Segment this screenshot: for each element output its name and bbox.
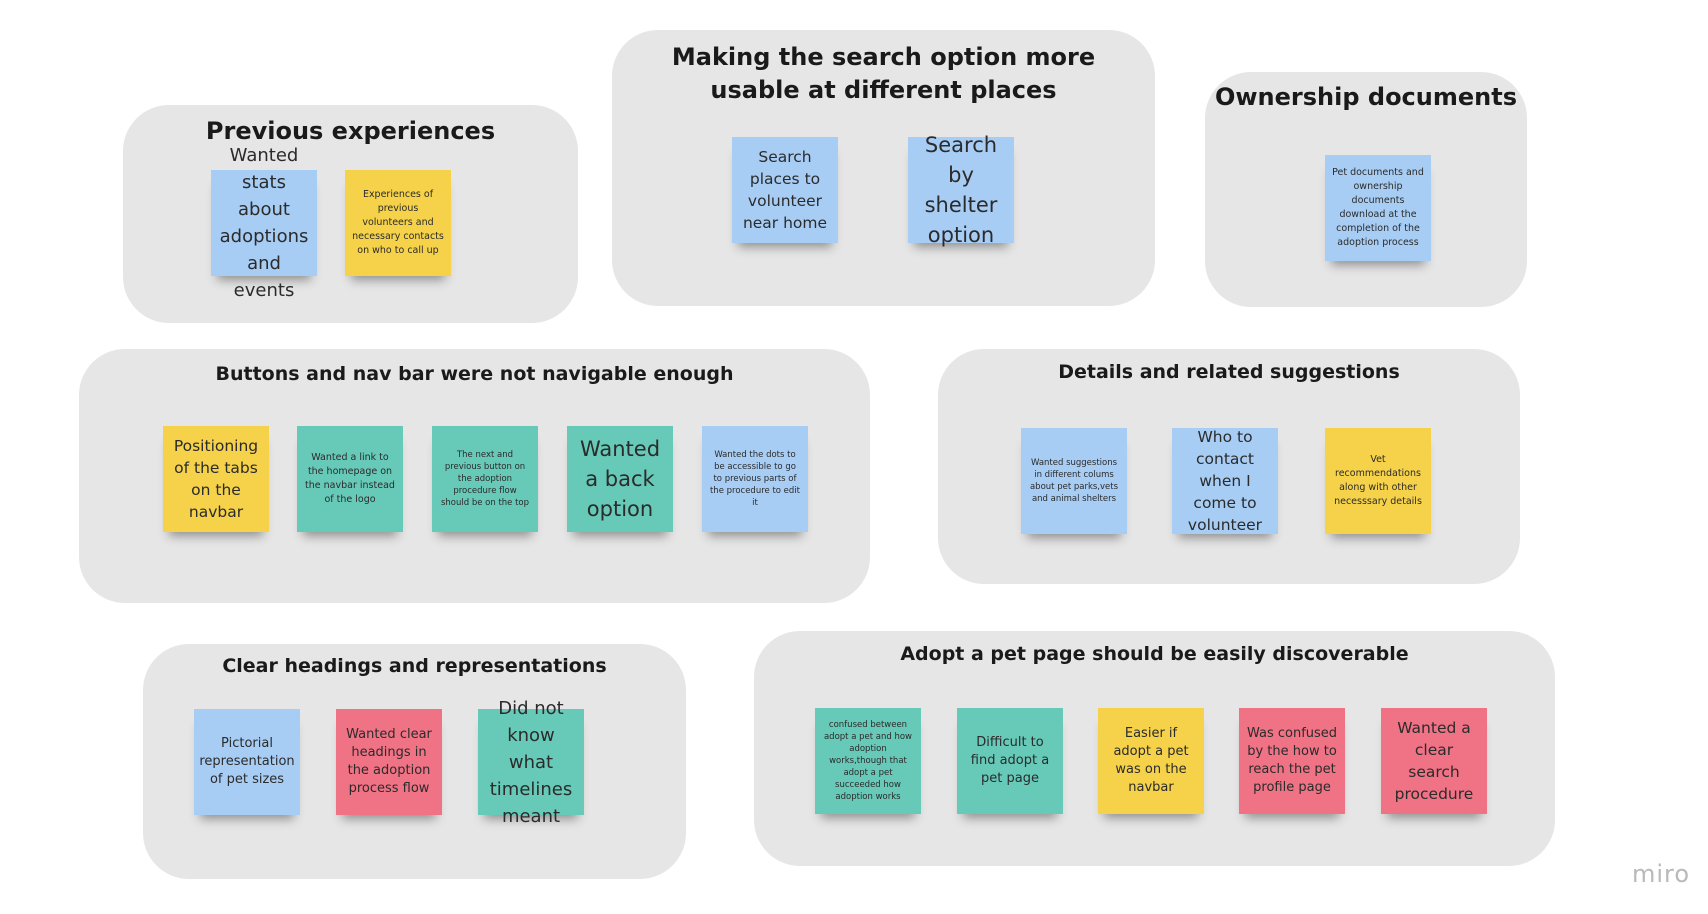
sticky-note[interactable]: Search places to volunteer near home bbox=[732, 137, 838, 243]
group-search-usability[interactable]: Making the search option more usable at … bbox=[612, 30, 1155, 306]
sticky-note[interactable]: Wanted a link to the homepage on the nav… bbox=[297, 426, 403, 532]
group-title: Adopt a pet page should be easily discov… bbox=[900, 643, 1409, 665]
sticky-note[interactable]: Wanted clear headings in the adoption pr… bbox=[336, 709, 442, 815]
miro-logo: miro bbox=[1632, 860, 1691, 888]
group-title: Ownership documents bbox=[1214, 83, 1517, 111]
group-title: Clear headings and representations bbox=[222, 655, 607, 677]
sticky-note[interactable]: Who to contact when I come to volunteer bbox=[1172, 428, 1278, 534]
sticky-note[interactable]: Wanted stats about adoptions and events bbox=[211, 145, 317, 301]
sticky-note[interactable]: Positioning of the tabs on the navbar bbox=[163, 426, 269, 532]
sticky-note[interactable]: Experiences of previous volunteers and n… bbox=[345, 170, 451, 276]
sticky-note[interactable]: The next and previous button on the adop… bbox=[432, 426, 538, 532]
group-previous-experiences[interactable]: Previous experiences bbox=[123, 105, 578, 323]
group-title: Making the search option more usable at … bbox=[671, 43, 1096, 104]
sticky-note[interactable]: Search by shelter option bbox=[908, 133, 1014, 247]
sticky-note[interactable]: Vet recommendations along with other nec… bbox=[1325, 428, 1431, 534]
sticky-note[interactable]: confused between adopt a pet and how ado… bbox=[815, 708, 921, 814]
sticky-note[interactable]: Difficult to find adopt a pet page bbox=[957, 708, 1063, 814]
sticky-note[interactable]: Was confused by the how to reach the pet… bbox=[1239, 708, 1345, 814]
sticky-note[interactable]: Easier if adopt a pet was on the navbar bbox=[1098, 708, 1204, 814]
sticky-note[interactable]: Wanted a back option bbox=[567, 426, 673, 532]
sticky-note[interactable]: Wanted a clear search procedure bbox=[1381, 708, 1487, 814]
sticky-note[interactable]: Pictorial representation of pet sizes bbox=[194, 709, 300, 815]
sticky-note[interactable]: Wanted the dots to be accessible to go t… bbox=[702, 426, 808, 532]
group-title: Details and related suggestions bbox=[1058, 361, 1400, 383]
group-ownership-documents[interactable]: Ownership documents bbox=[1205, 72, 1527, 307]
sticky-note[interactable]: Pet documents and ownership documents do… bbox=[1325, 155, 1431, 261]
group-title: Buttons and nav bar were not navigable e… bbox=[215, 363, 734, 385]
group-title: Previous experiences bbox=[205, 117, 496, 145]
sticky-note[interactable]: Did not know what timelines meant bbox=[478, 698, 584, 827]
sticky-note[interactable]: Wanted suggestions in different colums a… bbox=[1021, 428, 1127, 534]
